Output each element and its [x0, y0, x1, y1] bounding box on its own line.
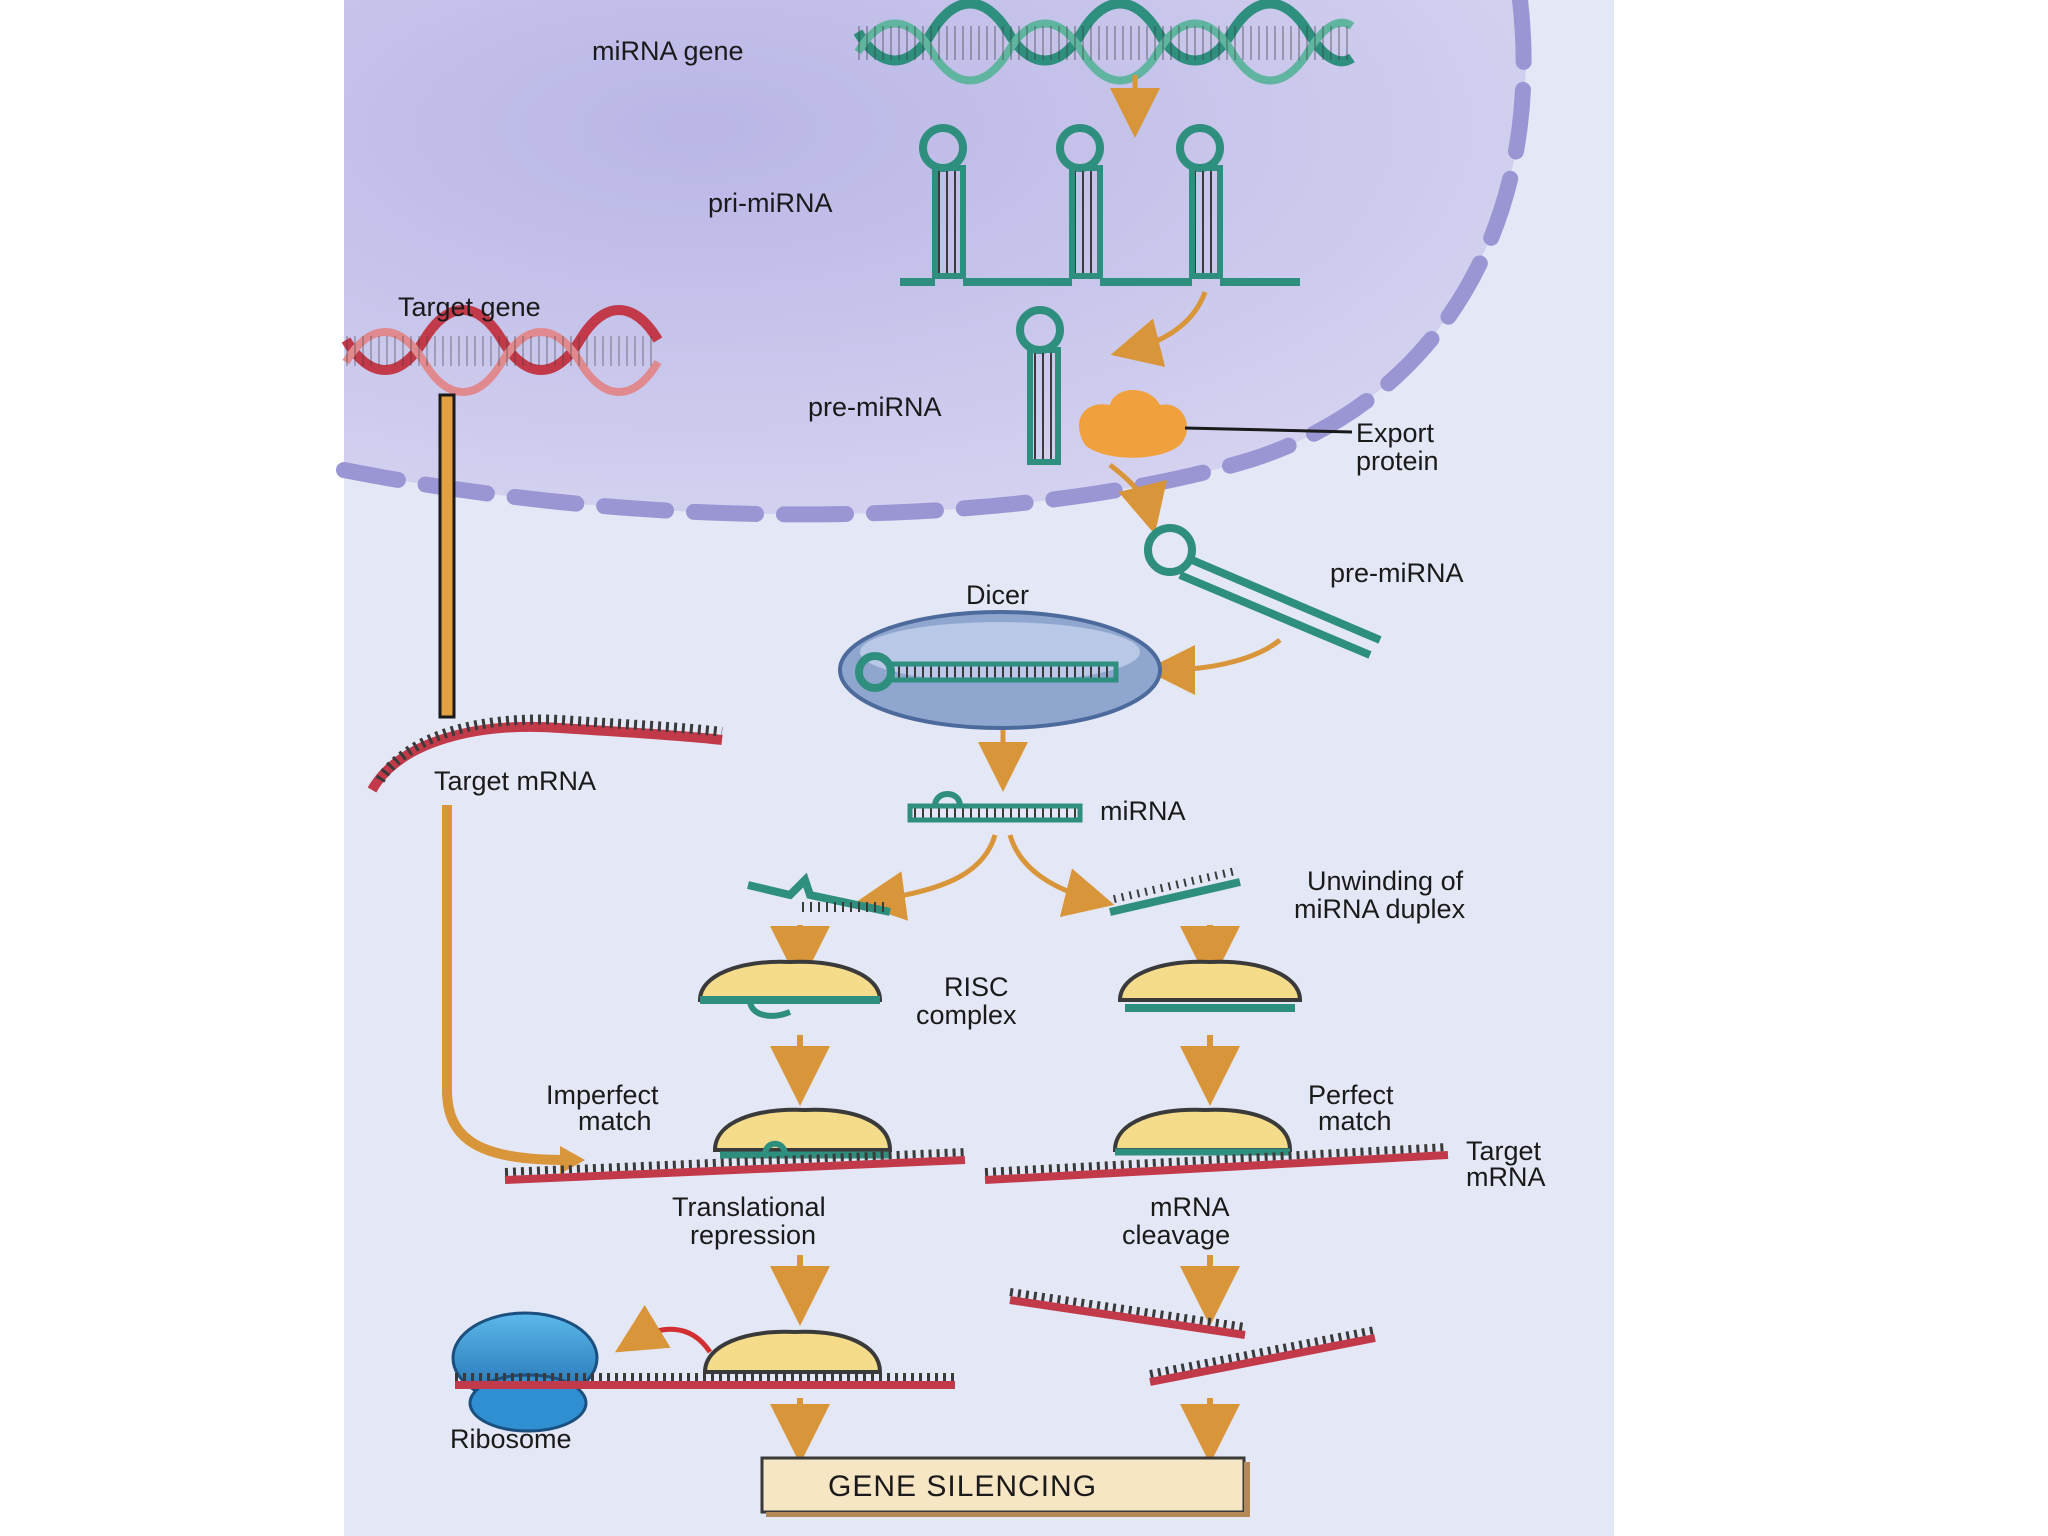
ribosome-label: Ribosome: [450, 1424, 572, 1454]
perfect-match-label-line2: match: [1318, 1106, 1392, 1136]
arrow-export: [1108, 463, 1167, 535]
ribosome-icon: [451, 1311, 599, 1433]
pre-mirna-cytoplasm-icon: [1144, 524, 1382, 659]
arrow-split-right: [1007, 834, 1115, 917]
repression-arrow-icon: [614, 1305, 713, 1354]
pre-mirna-nucleus-icon: [1016, 306, 1064, 465]
risc-complex-left-icon: [697, 959, 883, 1019]
arrow-pre-to-dicer: [1145, 638, 1282, 695]
export-protein-label-line2: protein: [1356, 446, 1439, 476]
gene-silencing-box: [760, 1456, 1250, 1517]
arrow-pri-to-pre: [1110, 291, 1208, 367]
risc-complex-right-icon: [1117, 959, 1303, 1012]
mirna-gene-label: miRNA gene: [592, 36, 744, 66]
dicer-enzyme-icon: [838, 610, 1162, 730]
mirna-gene-dna-icon: [853, 0, 1355, 85]
export-protein-icon: [1079, 390, 1188, 458]
unwound-strand-left-icon: [747, 872, 891, 916]
pre-mirna-nucleus-label: pre-miRNA: [808, 392, 942, 422]
unwinding-label-line1: Unwinding of: [1307, 866, 1464, 896]
transcription-bar: [438, 393, 456, 719]
target-mrna-left-icon: [367, 714, 723, 793]
perfect-match-complex-icon: [984, 1107, 1449, 1184]
arrow-target-to-imperfect: [442, 805, 566, 1165]
cleaved-fragments-icon: [1009, 1288, 1376, 1386]
target-gene-label: Target gene: [398, 292, 541, 322]
cleavage-label-line1: mRNA: [1150, 1192, 1230, 1222]
risc-label-line2: complex: [916, 1000, 1017, 1030]
unwinding-label-line2: miRNA duplex: [1294, 894, 1466, 924]
risc-label-line1: RISC: [944, 972, 1009, 1002]
imperfect-match-label-line2: match: [578, 1106, 652, 1136]
cleavage-label-line2: cleavage: [1122, 1220, 1230, 1250]
mirna-label: miRNA: [1100, 796, 1186, 826]
arrow-target-head: [560, 1146, 585, 1174]
nuclear-envelope: [336, 0, 1532, 523]
imperfect-match-label-line1: Imperfect: [546, 1080, 659, 1110]
translational-label-line2: repression: [690, 1220, 816, 1250]
gene-silencing-label: GENE SILENCING: [828, 1470, 1097, 1503]
target-mrna-right-label-line2: mRNA: [1466, 1162, 1546, 1192]
target-gene-dna-icon: [341, 305, 663, 396]
perfect-match-label-line1: Perfect: [1308, 1080, 1394, 1110]
mirna-duplex-icon: [907, 791, 1083, 823]
export-protein-label-line1: Export: [1356, 418, 1435, 448]
pri-mirna-label: pri-miRNA: [708, 188, 833, 218]
target-mrna-left-label: Target mRNA: [434, 766, 596, 796]
pri-mirna-hairpins-icon: [900, 124, 1300, 286]
target-mrna-right-label-line1: Target: [1466, 1136, 1542, 1166]
unwound-strand-right-icon: [1109, 866, 1241, 916]
repressed-complex-icon: [455, 1329, 955, 1389]
arrow-split-left: [855, 834, 998, 921]
imperfect-match-complex-icon: [504, 1107, 966, 1184]
pre-mirna-cytoplasm-label: pre-miRNA: [1330, 558, 1464, 588]
export-protein-pointer: [1184, 426, 1353, 434]
translational-label-line1: Translational: [672, 1192, 826, 1222]
dicer-label: Dicer: [966, 580, 1029, 610]
